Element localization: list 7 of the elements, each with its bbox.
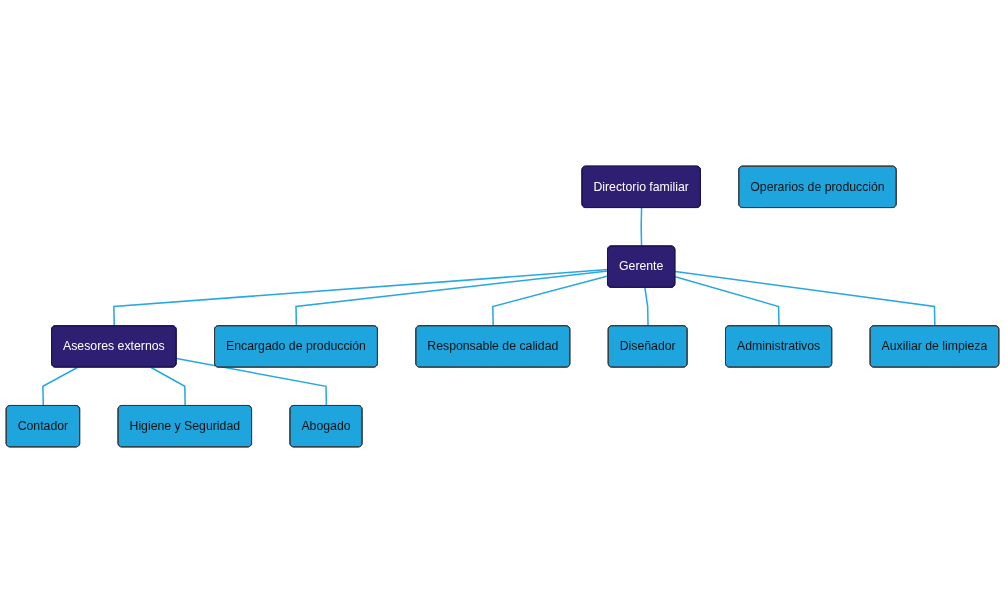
- connector: [492, 275, 609, 328]
- connector: [640, 207, 643, 248]
- connector: [644, 287, 649, 328]
- connector: [295, 270, 609, 328]
- connector: [674, 271, 936, 328]
- connector: [674, 276, 780, 328]
- connector: [113, 269, 609, 328]
